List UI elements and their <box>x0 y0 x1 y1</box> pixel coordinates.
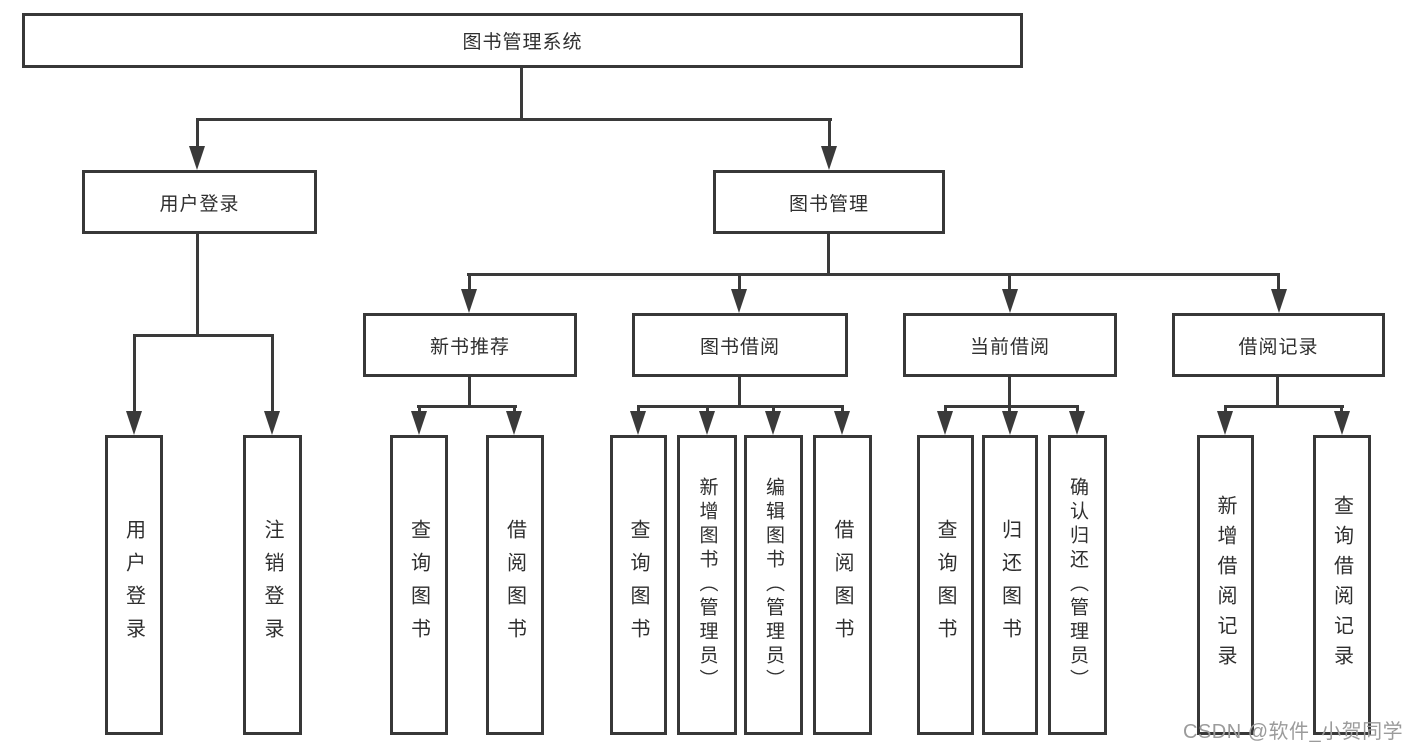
arrow-down-icon <box>1271 289 1287 313</box>
arrow-down-icon <box>411 411 427 435</box>
connector-leaf-shaft <box>637 405 640 413</box>
arrow-down-icon <box>1069 411 1085 435</box>
arrow-down-icon <box>937 411 953 435</box>
node-book-management: 图书管理 <box>713 170 945 234</box>
leaf-query-book-current: 查询图书 <box>917 435 974 735</box>
leaf-query-borrow-record: 查询借阅记录 <box>1313 435 1371 735</box>
leaf-confirm-return-admin: 确认归还（管理员） <box>1048 435 1107 735</box>
connector-leaf-shaft <box>133 334 136 411</box>
leaf-add-borrow-record: 新增借阅记录 <box>1197 435 1254 735</box>
connector-leaf-shaft <box>513 405 516 413</box>
connector-leaf-branch <box>637 405 844 408</box>
leaf-logout: 注销登录 <box>243 435 302 735</box>
connector-leaf-shaft <box>1340 405 1343 413</box>
connector-leaf-shaft <box>841 405 844 413</box>
arrow-down-icon <box>1334 411 1350 435</box>
csdn-watermark: CSDN @软件_小贺同学 <box>1183 721 1404 743</box>
connector-user-login-drop <box>196 234 199 335</box>
arrow-down-icon <box>834 411 850 435</box>
connector-l2-shaft <box>738 273 741 289</box>
connector-l2-shaft <box>1277 273 1280 289</box>
node-borrow-record: 借阅记录 <box>1172 313 1385 377</box>
connector-level1-branch <box>196 118 832 121</box>
connector-leaf-branch <box>1224 405 1344 408</box>
connector-l2-shaft <box>468 273 471 289</box>
node-book-borrow: 图书借阅 <box>632 313 848 377</box>
leaf-borrow-book: 借阅图书 <box>813 435 872 735</box>
connector-leaf-shaft <box>772 405 775 413</box>
connector-user-login-branch <box>133 334 274 337</box>
arrow-down-icon <box>1217 411 1233 435</box>
connector-leaf-branch <box>944 405 1079 408</box>
connector-leaf-shaft <box>706 405 709 413</box>
node-new-book-recommend: 新书推荐 <box>363 313 577 377</box>
arrow-down-icon <box>126 411 142 435</box>
leaf-user-login: 用户登录 <box>105 435 163 735</box>
connector-leaf-shaft <box>271 334 274 411</box>
connector-l2-shaft <box>1008 273 1011 289</box>
connector-leaf-shaft <box>1224 405 1227 413</box>
node-current-borrow: 当前借阅 <box>903 313 1117 377</box>
connector-leaf-shaft <box>944 405 947 413</box>
arrow-down-icon <box>1002 411 1018 435</box>
leaf-query-book-borrow: 查询图书 <box>610 435 667 735</box>
connector-level2-branch <box>467 273 1280 276</box>
connector-leaf-shaft <box>1076 405 1079 413</box>
arrow-down-icon <box>821 146 837 170</box>
leaf-query-book-recommend: 查询图书 <box>390 435 448 735</box>
connector-leaf-branch <box>417 405 517 408</box>
leaf-borrow-book-recommend: 借阅图书 <box>486 435 544 735</box>
arrow-down-icon <box>506 411 522 435</box>
connector-leaf-shaft <box>1008 405 1011 413</box>
leaf-add-book-admin: 新增图书（管理员） <box>677 435 737 735</box>
connector-book-mgmt-drop <box>827 234 830 275</box>
leaf-edit-book-admin: 编辑图书（管理员） <box>744 435 803 735</box>
connector-l2-drop <box>468 377 471 406</box>
arrow-down-icon <box>189 146 205 170</box>
connector-l2-drop <box>1008 377 1011 406</box>
arrow-down-icon <box>731 289 747 313</box>
arrow-down-icon <box>1002 289 1018 313</box>
arrow-down-icon <box>461 289 477 313</box>
leaf-return-book: 归还图书 <box>982 435 1038 735</box>
connector-l2-drop <box>738 377 741 406</box>
connector-user-login-shaft <box>196 118 199 146</box>
connector-l2-drop <box>1276 377 1279 406</box>
arrow-down-icon <box>264 411 280 435</box>
connector-book-mgmt-shaft <box>828 118 831 146</box>
node-user-login: 用户登录 <box>82 170 317 234</box>
connector-root-drop <box>520 68 523 119</box>
arrow-down-icon <box>699 411 715 435</box>
connector-leaf-shaft <box>418 405 421 413</box>
node-root: 图书管理系统 <box>22 13 1023 68</box>
arrow-down-icon <box>765 411 781 435</box>
arrow-down-icon <box>630 411 646 435</box>
